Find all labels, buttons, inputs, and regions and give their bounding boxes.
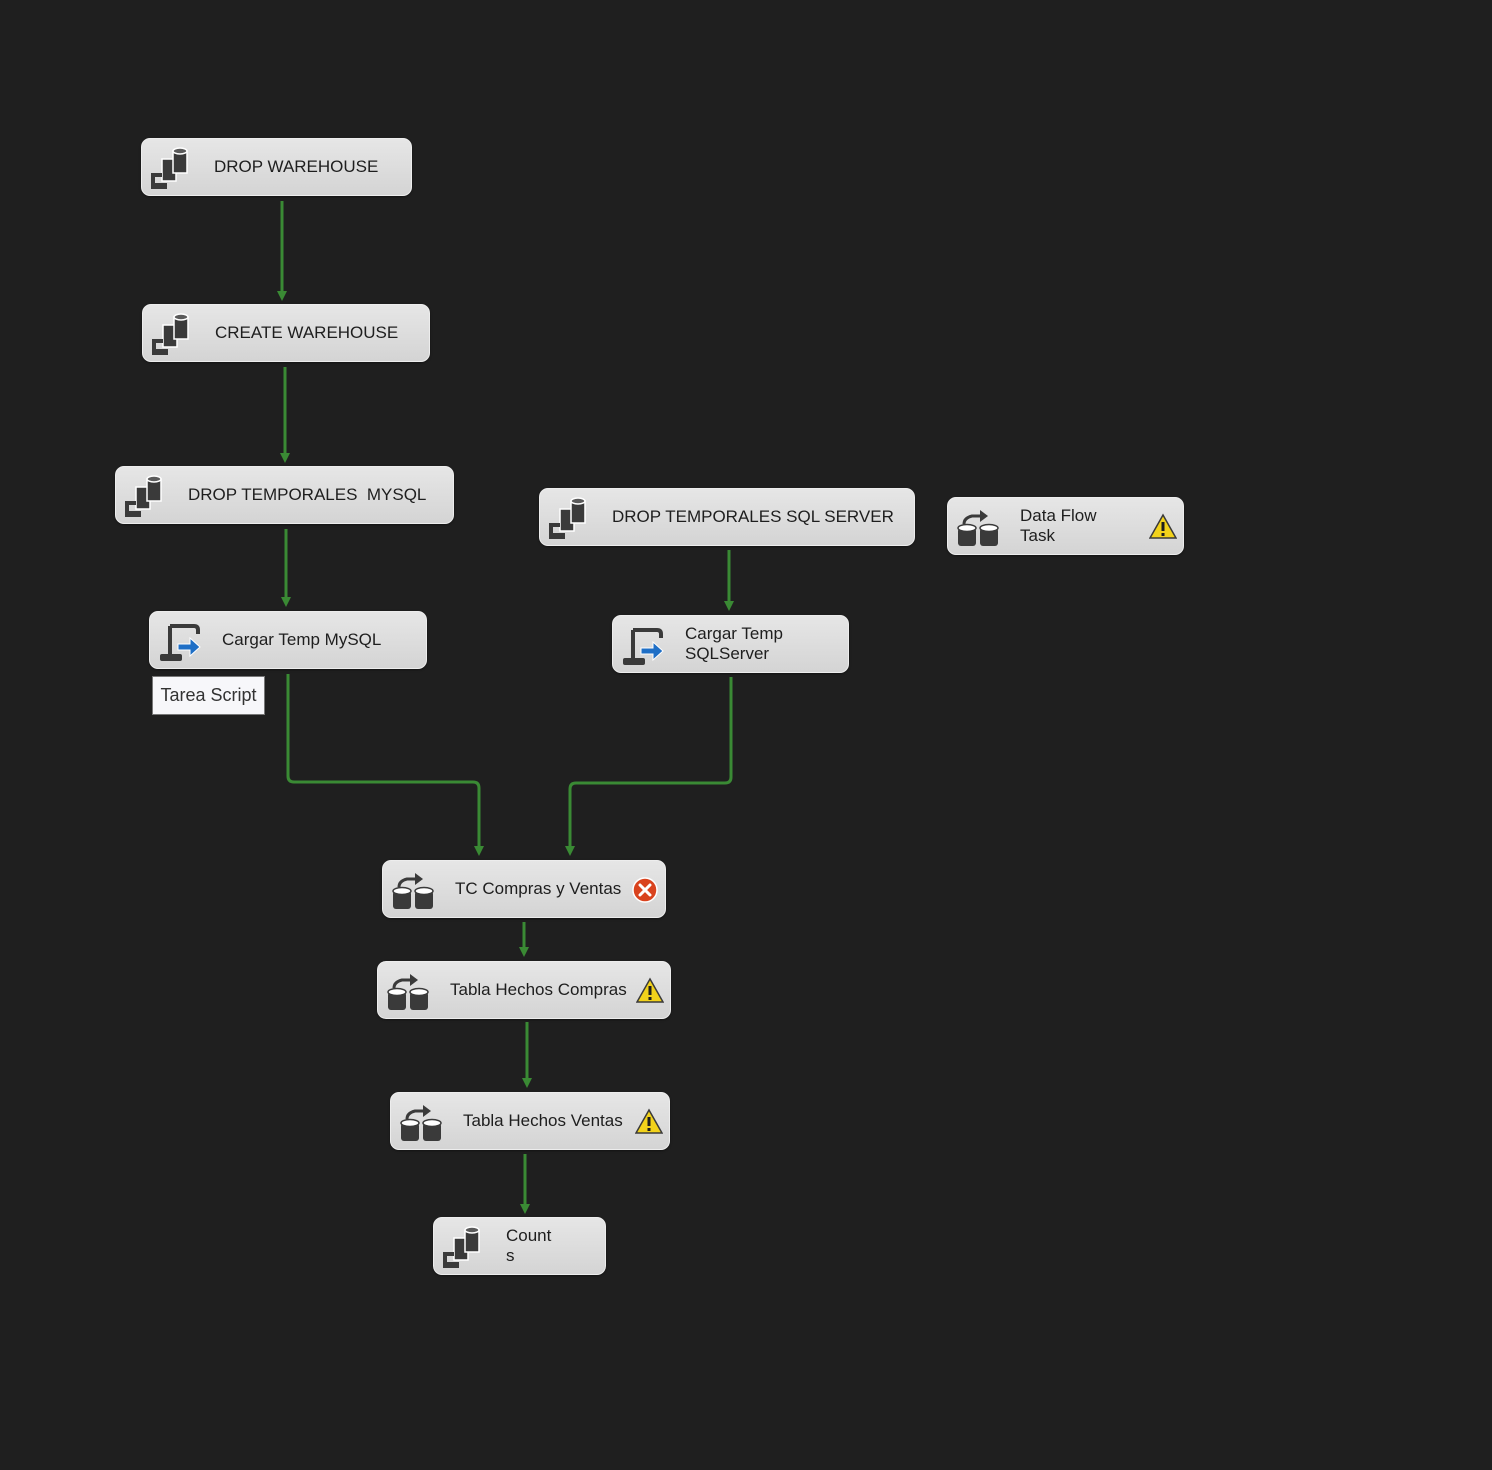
- execute-sql-icon: [549, 497, 586, 539]
- task-label: DROP WAREHOUSE: [214, 157, 379, 176]
- task-label: Data Flow Task: [1020, 506, 1097, 545]
- data-flow-icon: [957, 510, 999, 546]
- execute-sql-icon: [125, 475, 162, 517]
- warning-icon[interactable]: [635, 1108, 663, 1136]
- task-label: DROP TEMPORALES MYSQL: [188, 485, 427, 504]
- task-label: TC Compras y Ventas: [455, 879, 622, 898]
- data-flow-icon: [387, 974, 429, 1010]
- warning-icon[interactable]: [636, 977, 664, 1005]
- connector-cargar-temp-mysql-to-tc-compras[interactable]: [286, 674, 484, 856]
- task-drop-warehouse[interactable]: DROP WAREHOUSE: [141, 138, 412, 196]
- script-task-icon: [160, 624, 201, 661]
- task-cargar-temp-mysql[interactable]: Cargar Temp MySQL: [149, 611, 427, 669]
- task-label: Count s: [506, 1226, 552, 1265]
- task-cargar-temp-sqlserver[interactable]: Cargar Temp SQLServer: [612, 615, 849, 673]
- task-data-flow-task[interactable]: Data Flow Task: [947, 497, 1184, 555]
- task-drop-temporales-sqlserver[interactable]: DROP TEMPORALES SQL SERVER: [539, 488, 915, 546]
- task-label: Tabla Hechos Ventas: [463, 1111, 623, 1130]
- execute-sql-icon: [152, 313, 189, 355]
- execute-sql-icon: [443, 1226, 480, 1268]
- execute-sql-icon: [151, 147, 188, 189]
- tooltip: Tarea Script: [152, 676, 265, 715]
- task-drop-temporales-mysql[interactable]: DROP TEMPORALES MYSQL: [115, 466, 454, 524]
- task-tabla-hechos-compras[interactable]: Tabla Hechos Compras: [377, 961, 671, 1019]
- connector-cargar-temp-sqlserver-to-tc-compras[interactable]: [565, 677, 733, 856]
- task-label: CREATE WAREHOUSE: [215, 323, 399, 342]
- task-create-warehouse[interactable]: CREATE WAREHOUSE: [142, 304, 430, 362]
- task-label: DROP TEMPORALES SQL SERVER: [612, 507, 894, 526]
- task-label: Cargar Temp MySQL: [222, 630, 382, 649]
- script-task-icon: [623, 628, 664, 665]
- task-label: Tabla Hechos Compras: [450, 980, 627, 999]
- warning-icon[interactable]: [1149, 513, 1177, 541]
- error-icon[interactable]: [631, 876, 659, 904]
- task-tc-compras-ventas[interactable]: TC Compras y Ventas: [382, 860, 666, 918]
- data-flow-icon: [400, 1105, 442, 1141]
- data-flow-icon: [392, 873, 434, 909]
- task-label: Cargar Temp SQLServer: [685, 624, 783, 663]
- task-tabla-hechos-ventas[interactable]: Tabla Hechos Ventas: [390, 1092, 670, 1150]
- task-counts[interactable]: Count s: [433, 1217, 606, 1275]
